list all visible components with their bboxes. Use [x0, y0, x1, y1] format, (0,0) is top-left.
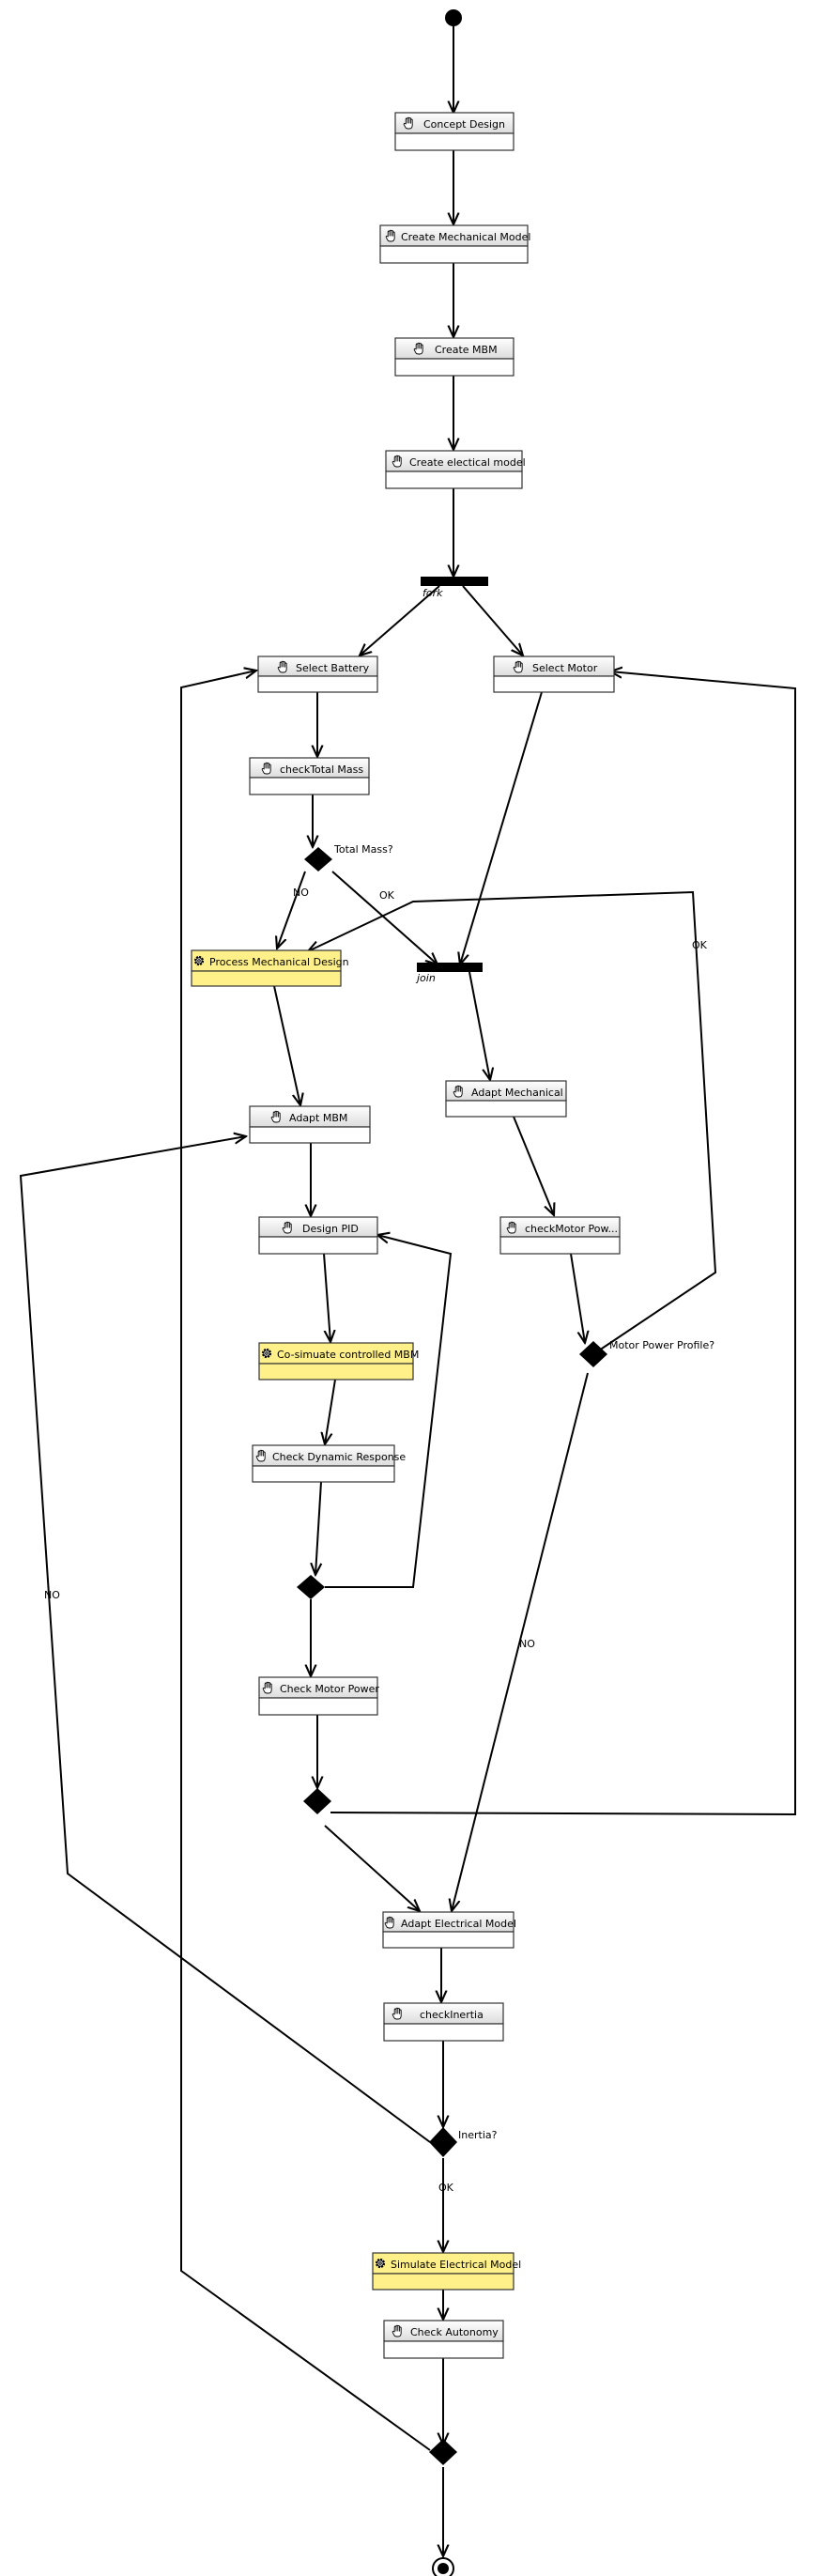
action-check-total-mass[interactable]: checkTotal Mass	[249, 757, 370, 795]
action-process-mechanical-design[interactable]: Process Mechanical Design	[191, 949, 349, 987]
flow-fork-to-select-battery	[360, 585, 440, 656]
action-check-autonomy[interactable]: Check Autonomy	[383, 2320, 504, 2359]
action-label: checkTotal Mass	[280, 764, 363, 776]
flow-check-motor-to-profile-decision	[570, 1253, 585, 1343]
action-adapt-mbm[interactable]: Adapt MBM	[249, 1105, 371, 1144]
flow-fork-to-select-motor	[462, 585, 523, 656]
action-label: Adapt MBM	[289, 1112, 347, 1124]
action-check-motor-pow[interactable]: checkMotor Pow...	[499, 1216, 621, 1255]
action-label: Design PID	[302, 1223, 359, 1235]
action-label: Create MBM	[435, 344, 498, 356]
action-label: Check Dynamic Response	[272, 1451, 406, 1463]
flow-join-to-adapt-mechanical	[468, 971, 490, 1080]
edge-label-mass-ok: OK	[379, 889, 395, 902]
action-adapt-mechanical[interactable]: Adapt Mechanical	[445, 1080, 567, 1118]
flow-pid-to-cosim	[323, 1253, 330, 1342]
flow-cosim-to-dynamic-response	[325, 1379, 336, 1444]
edge-label-mass-no: NO	[293, 887, 309, 899]
decision-total-mass-label: Total Mass?	[333, 843, 393, 856]
action-create-mbm[interactable]: Create MBM	[394, 337, 515, 377]
action-label: Create Mechanical Model	[401, 231, 530, 243]
fork-bar	[421, 577, 488, 586]
action-label: Check Motor Power	[280, 1683, 379, 1695]
action-label: Simulate Electrical Model	[391, 2259, 521, 2271]
action-label: Process Mechanical Design	[209, 956, 349, 968]
flow-autonomy-back-to-battery	[180, 671, 431, 2451]
action-label: Adapt Mechanical	[471, 1087, 563, 1099]
decision-autonomy	[429, 2439, 457, 2465]
action-label: Create electical model	[409, 456, 526, 469]
edge-label-profile-ok: OK	[692, 939, 708, 951]
action-label: Adapt Electrical Model	[401, 1918, 516, 1930]
decision-total-mass	[304, 847, 332, 872]
action-label: checkInertia	[420, 2009, 484, 2021]
edge-label-inertia-ok: OK	[438, 2182, 454, 2194]
fork-label: fork	[422, 587, 443, 599]
action-check-motor-power[interactable]: Check Motor Power	[258, 1676, 379, 1716]
flow-decision-back-to-select-motor	[330, 671, 796, 1816]
action-co-simulate-controlled-mbm[interactable]: Co-simuate controlled MBM	[258, 1342, 419, 1381]
action-simulate-electrical-model[interactable]: Simulate Electrical Model	[372, 2252, 521, 2291]
action-label: Select Battery	[296, 662, 370, 674]
action-create-electrical-model[interactable]: Create electical model	[385, 450, 526, 489]
action-label: Check Autonomy	[410, 2326, 499, 2338]
decision-inertia	[429, 2127, 457, 2157]
flow-mass-no-to-process	[277, 871, 306, 949]
action-select-battery[interactable]: Select Battery	[257, 656, 378, 693]
action-check-inertia[interactable]: checkInertia	[383, 2002, 504, 2042]
decision-motor-power	[303, 1788, 331, 1814]
action-design-pid[interactable]: Design PID	[258, 1216, 378, 1255]
edge-label-profile-no: NO	[519, 1638, 535, 1650]
final-node	[432, 2557, 454, 2576]
decision-inertia-label: Inertia?	[458, 2129, 498, 2141]
flow-inertia-no-to-adapt-mbm	[19, 1136, 431, 2143]
gear-icon	[193, 955, 205, 966]
edge-label-inertia-no: NO	[44, 1589, 60, 1601]
action-check-dynamic-response[interactable]: Check Dynamic Response	[252, 1444, 406, 1483]
action-label: Co-simuate controlled MBM	[277, 1349, 419, 1361]
action-label: Concept Design	[423, 118, 505, 131]
action-adapt-electrical-model[interactable]: Adapt Electrical Model	[382, 1911, 516, 1949]
action-create-mechanical-model[interactable]: Create Mechanical Model	[379, 224, 530, 264]
action-label: checkMotor Pow...	[525, 1223, 618, 1235]
flow-mass-ok-to-join	[331, 871, 438, 964]
flow-profile-ok-to-process	[308, 890, 717, 1355]
decision-motor-power-profile-label: Motor Power Profile?	[609, 1339, 714, 1351]
action-select-motor[interactable]: Select Motor	[493, 656, 615, 693]
flow-decision-to-adapt-electrical	[324, 1825, 420, 1911]
join-bar	[417, 963, 483, 972]
flow-adapt-mechanical-to-check-motor	[513, 1116, 554, 1215]
flow-process-to-adapt-mbm	[273, 985, 300, 1105]
flow-profile-no-to-adapt-electrical	[452, 1372, 589, 1911]
gear-icon	[261, 1348, 272, 1359]
control-flows	[19, 25, 796, 2556]
flow-dynamic-to-decision	[315, 1481, 321, 1575]
decision-motor-power-profile	[579, 1341, 607, 1367]
flow-motor-to-join	[460, 691, 543, 964]
gear-icon	[375, 2258, 386, 2269]
flow-decision-back-to-pid	[325, 1235, 453, 1588]
join-label: join	[415, 972, 436, 984]
action-concept-design[interactable]: Concept Design	[394, 112, 515, 151]
action-label: Select Motor	[532, 662, 598, 674]
decision-dynamic-response	[297, 1575, 325, 1599]
initial-node	[445, 9, 462, 26]
